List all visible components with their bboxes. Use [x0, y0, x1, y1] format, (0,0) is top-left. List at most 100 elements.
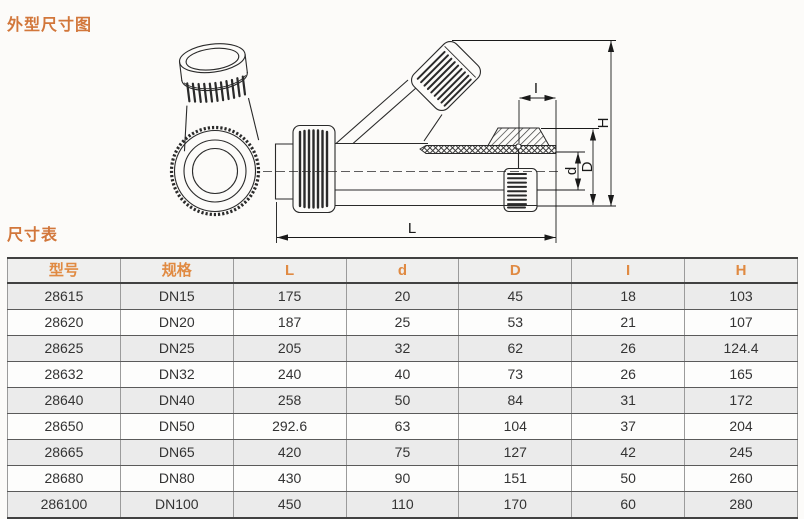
table-cell: 25 — [345, 309, 460, 336]
table-cell: 187 — [232, 309, 347, 336]
table-cell: 18 — [571, 282, 686, 310]
dimension-lines — [276, 40, 616, 243]
table-cell: 53 — [458, 309, 573, 336]
table-cell: 40 — [345, 361, 460, 388]
table-cell: 260 — [684, 465, 798, 492]
table-cell: 28615 — [7, 282, 121, 310]
table-cell: 28665 — [7, 439, 121, 466]
table-cell: 205 — [232, 335, 347, 362]
inlet-stub — [274, 143, 293, 200]
table-cell: 245 — [684, 439, 798, 466]
table-cell: 104 — [458, 413, 573, 440]
side-view — [263, 40, 560, 214]
dimension-label-H: H — [595, 118, 612, 129]
end-view-knurled-ring — [169, 125, 261, 217]
table-header-cell: L — [232, 257, 347, 284]
table-cell: DN40 — [119, 387, 234, 414]
table-cell: 165 — [684, 361, 798, 388]
table-cell: 240 — [232, 361, 347, 388]
dimension-label-L: L — [408, 220, 416, 237]
table-cell: 63 — [345, 413, 460, 440]
dimension-label-d: d — [563, 167, 580, 175]
end-view-cap — [178, 43, 260, 152]
table-cell: 175 — [232, 282, 347, 310]
table-header-cell: 规格 — [119, 257, 234, 284]
table-cell: 50 — [571, 465, 686, 492]
table-cell: 127 — [458, 439, 573, 466]
table-cell: 28640 — [7, 387, 121, 414]
table-cell: 42 — [571, 439, 686, 466]
table-cell: DN15 — [119, 282, 234, 310]
table-cell: DN25 — [119, 335, 234, 362]
dimension-labels: L I H D d — [408, 80, 612, 237]
table-cell: 60 — [571, 491, 686, 519]
table-cell: 75 — [345, 439, 460, 466]
table-cell: 107 — [684, 309, 798, 336]
table-cell: DN100 — [119, 491, 234, 519]
table-cell: 280 — [684, 491, 798, 519]
table-cell: 45 — [458, 282, 573, 310]
table-cell: 31 — [571, 387, 686, 414]
table-cell: 172 — [684, 387, 798, 414]
table-header-cell: d — [345, 257, 460, 284]
table-cell: 292.6 — [232, 413, 347, 440]
end-view — [169, 43, 261, 217]
table-cell: 26 — [571, 335, 686, 362]
table-cell: 62 — [458, 335, 573, 362]
table-header-cell: 型号 — [7, 257, 121, 284]
table-cell: 430 — [232, 465, 347, 492]
table-cell: DN20 — [119, 309, 234, 336]
table-cell: 50 — [345, 387, 460, 414]
table-cell: 28632 — [7, 361, 121, 388]
diagram-section-title: 外型尺寸图 — [7, 17, 93, 34]
branch — [335, 79, 443, 144]
table-cell: 258 — [232, 387, 347, 414]
dimension-label-I: I — [534, 80, 538, 97]
table-cell: 90 — [345, 465, 460, 492]
pivot-dot — [515, 143, 522, 150]
table-header-cell: H — [684, 257, 798, 284]
table-cell: 151 — [458, 465, 573, 492]
table-cell: DN65 — [119, 439, 234, 466]
dimension-label-D: D — [579, 161, 596, 172]
table-cell: 73 — [458, 361, 573, 388]
table-header-cell: D — [458, 257, 573, 284]
table-cell: 28680 — [7, 465, 121, 492]
branch-cap — [410, 40, 482, 112]
table-cell: 103 — [684, 282, 798, 310]
table-cell: 28620 — [7, 309, 121, 336]
table-cell: 28625 — [7, 335, 121, 362]
table-cell: 286100 — [7, 491, 121, 519]
table-cell: DN80 — [119, 465, 234, 492]
table-cell: 204 — [684, 413, 798, 440]
table-section-title: 尺寸表 — [7, 227, 59, 244]
section-boss — [487, 127, 550, 146]
table-cell: 32 — [345, 335, 460, 362]
valve-body — [335, 142, 537, 207]
table-cell: 28650 — [7, 413, 121, 440]
table-cell: 124.4 — [684, 335, 798, 362]
table-cell: 20 — [345, 282, 460, 310]
table-cell: 170 — [458, 491, 573, 519]
table-cell: 21 — [571, 309, 686, 336]
table-cell: 26 — [571, 361, 686, 388]
valve-dimension-drawing: L I H D d — [169, 40, 616, 243]
table-cell: DN32 — [119, 361, 234, 388]
table-cell: 420 — [232, 439, 347, 466]
union-nut — [292, 124, 336, 214]
table-header-cell: I — [571, 257, 686, 284]
section-plate — [419, 145, 557, 154]
